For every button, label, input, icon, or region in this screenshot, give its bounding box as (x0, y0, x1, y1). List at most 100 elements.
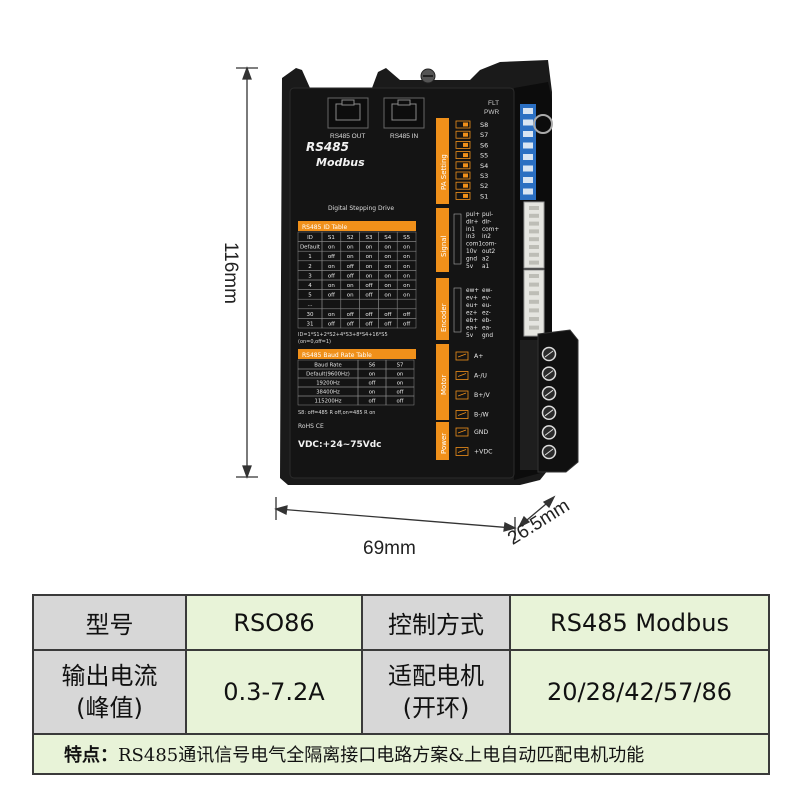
motor-pin-label: A+ (474, 353, 483, 360)
id-table-text: off (365, 283, 372, 289)
features-cell: 特点：RS485通讯信号电气全隔离接口电路方案&上电自动匹配电机功能 (32, 733, 770, 775)
power-terminal-mark (457, 449, 467, 453)
id-table-cell (396, 318, 417, 329)
encoder-pin-label: ez- (482, 311, 491, 317)
motor-terminal-icon (455, 390, 469, 400)
encoder-pin-label: ev- (482, 296, 491, 302)
id-table-text: ... (307, 302, 312, 308)
dip-switch-label: S1 (480, 192, 488, 200)
signal-pin-label: gnd (466, 256, 477, 262)
output-current-value: 0.3-7.2A (185, 649, 363, 735)
signal-pin-label: dir- (482, 219, 491, 225)
badge-icon (533, 114, 553, 134)
brand-rs485: RS485 (306, 140, 349, 154)
baud-table-text: 115200Hz (315, 399, 342, 405)
baud-table-text: on (397, 372, 404, 378)
power-pin-label: GND (474, 429, 488, 436)
dip-switch-label: S7 (480, 131, 488, 139)
id-table-text: S5 (403, 235, 410, 241)
dip-switch-label: S3 (480, 172, 488, 180)
encoder-bar (436, 278, 449, 340)
power-terminal-mark (457, 429, 467, 434)
id-table-text: on (384, 245, 391, 251)
dip-switch-label: S2 (480, 182, 488, 190)
id-table-text: off (384, 312, 391, 318)
dip-switch-knob (463, 183, 468, 188)
motor-terminal-mark (457, 392, 467, 397)
stepper-driver-image: RS485 OUT RS485 IN FLT PWR RS485 Modbus … (236, 60, 579, 540)
baud-table-text: on (397, 381, 404, 387)
id-table-text: S2 (347, 235, 354, 241)
power-terminal-icon (455, 447, 469, 456)
baud-table-text: off (369, 399, 376, 405)
encoder-pin-label: ea- (482, 326, 491, 332)
power-pin-label: +VDC (474, 449, 493, 456)
vdc-rating: VDC:+24~75Vdc (298, 440, 382, 450)
output-current-label: 输出电流 (61, 661, 158, 690)
port-in-label: RS485 IN (390, 133, 418, 140)
dip-switch-knob (463, 153, 468, 158)
dip-switch (455, 130, 471, 139)
connector-rib (529, 260, 539, 265)
id-table-text: off (403, 312, 410, 318)
dip-switch-knob (463, 163, 468, 168)
dip-switch-label: S4 (480, 162, 488, 170)
model-label: 型号 (32, 594, 187, 651)
signal-pin-label: out2 (482, 249, 495, 255)
id-table-text: off (365, 293, 372, 299)
baud-table-text: Baud Rate (314, 363, 341, 369)
baud-table-text: S7 (397, 363, 404, 369)
port-out-label: RS485 OUT (330, 133, 365, 140)
flt-led-label: FLT (488, 100, 499, 107)
id-table-text: 5 (308, 293, 312, 299)
baud-table-text: off (397, 399, 404, 405)
id-formula: ID=1*S1+2*S2+4*S3+8*S4+16*S5 (298, 332, 388, 338)
dip-tooth (523, 108, 533, 114)
encoder-pin-label: eb+ (466, 318, 478, 324)
baud-table-text: S6 (369, 363, 376, 369)
motor-terminal-icon (455, 351, 469, 361)
id-table-text: on (403, 283, 410, 289)
signal-pin-label: 10v (466, 249, 477, 255)
id-table-text: on (384, 283, 391, 289)
id-table-text: on (384, 273, 391, 279)
signal-pin-label: in2 (482, 234, 491, 240)
terminal-screw-slot (544, 389, 554, 397)
motor-pin-label: B+/V (474, 392, 491, 399)
id-table-text: off (347, 321, 354, 327)
id-table-text: on (328, 312, 335, 318)
encoder-pin-label: eu+ (466, 303, 478, 309)
dip-switch (455, 191, 471, 200)
width-dimension-label: 69mm (363, 538, 416, 559)
id-table-text: 31 (307, 321, 314, 327)
terminal-screw-slot (544, 428, 554, 436)
id-table-text: 30 (307, 312, 314, 318)
spec-table: 型号 RSO86 控制方式 RS485 Modbus 输出电流 (峰值) 0.3… (32, 594, 770, 775)
power-bar (436, 422, 449, 460)
id-table-text: off (403, 321, 410, 327)
id-table-text: 4 (308, 283, 312, 289)
dip-switch (455, 140, 471, 149)
id-table-text: on (403, 264, 410, 270)
rs485-in-port (383, 97, 425, 129)
id-table-text: off (328, 254, 335, 260)
id-table-text: on (366, 254, 373, 260)
power-label: Power (440, 433, 448, 454)
signal-pin-label: in3 (466, 234, 475, 240)
terminal-screw-slot (544, 370, 554, 378)
rohs-mark: RoHS CE (298, 423, 324, 430)
dip-switch-knob (463, 173, 468, 178)
signal-pin-label: pul- (482, 212, 493, 218)
motor-terminal-icon (455, 371, 469, 380)
encoder-label: Encoder (440, 303, 448, 332)
output-current-label-cell: 输出电流 (峰值) (32, 649, 187, 735)
signal-pin-label: pul+ (466, 212, 480, 218)
dip-tooth (523, 142, 533, 149)
baud-table-cell (385, 395, 415, 406)
id-table-text: off (384, 321, 391, 327)
id-table-text: off (347, 264, 354, 270)
signal-pin-label: com- (482, 242, 496, 248)
encoder-pin-label: ez+ (466, 311, 478, 317)
